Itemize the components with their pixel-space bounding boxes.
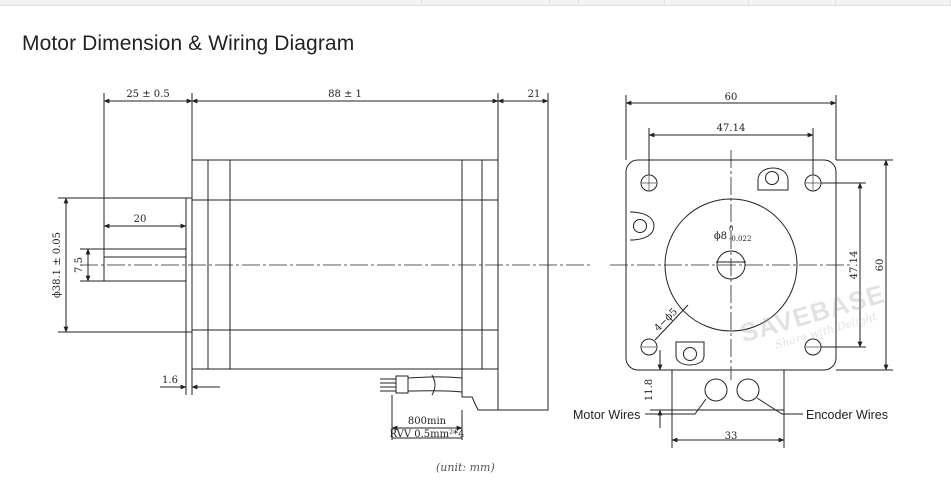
- tab-segment: [421, 0, 550, 6]
- rear-connector-housing: [461, 369, 549, 411]
- tab-segment: [0, 0, 422, 6]
- shaft-tolerance-upper: 0: [729, 225, 733, 233]
- connector-block: [671, 369, 785, 411]
- cable-spec: RVV 0.5mm²*4: [389, 429, 464, 440]
- dim-hole-spacing-vertical: 47.14: [849, 251, 860, 280]
- motor-wires-label: Motor Wires: [573, 408, 640, 422]
- dim-front-height: 60: [875, 259, 886, 272]
- dim-connector-height: 11.8: [644, 379, 655, 401]
- shaft-tolerance-lower: -0.022: [729, 235, 751, 243]
- page-title: Motor Dimension & Wiring Diagram: [22, 32, 355, 55]
- side-view: [58, 93, 592, 440]
- tab-segment: [749, 0, 836, 6]
- screw-head: [765, 171, 779, 185]
- dim-shaft-flat-depth: 7.5: [74, 257, 85, 273]
- mounting-hole: [640, 338, 658, 356]
- encoder-wire-port: [736, 378, 760, 402]
- tab-segment: [835, 0, 951, 6]
- dim-flange-thickness: 1.6: [162, 375, 178, 386]
- tab-segment: [549, 0, 579, 6]
- dim-shaft-length: 25 ± 0.5: [126, 89, 169, 100]
- dim-hole-spacing-horizontal: 47.14: [717, 123, 746, 134]
- cable-plug: [395, 375, 409, 394]
- unit-note: (unit: mm): [436, 461, 495, 474]
- motor-body-outline: [191, 159, 499, 370]
- dim-cable-length: 800min: [408, 416, 447, 427]
- side-view-dimension-labels: 25 ± 0.5 88 ± 1 21 20 ϕ38.1 ± 0.05 7.5 1…: [52, 89, 540, 440]
- shaft-diameter-label: ϕ8: [714, 231, 727, 242]
- screw-head: [683, 347, 697, 361]
- dim-shaft-flat: 20: [134, 214, 147, 225]
- front-view: [610, 95, 893, 448]
- dim-pilot-diameter: ϕ38.1 ± 0.05: [52, 232, 63, 298]
- dim-body-length: 88 ± 1: [328, 89, 362, 100]
- tab-segment: [665, 0, 750, 6]
- dim-front-width: 60: [725, 92, 738, 103]
- screw-head: [633, 219, 647, 233]
- front-view-dimension-labels: 60 47.14 47.14 60 ϕ8 0 -0.022 4−ϕ5 11.8 …: [573, 92, 888, 442]
- dim-connector-width: 33: [725, 431, 738, 442]
- tab-segment: [578, 0, 666, 6]
- watermark: SAVEBASE Share with Delight: [737, 278, 889, 351]
- top-tab-strip: [0, 0, 951, 6]
- mounting-hole-callout: 4−ϕ5: [652, 306, 680, 334]
- motor-wire-port: [704, 378, 728, 402]
- dim-rear-length: 21: [528, 89, 541, 100]
- encoder-wires-label: Encoder Wires: [806, 408, 888, 422]
